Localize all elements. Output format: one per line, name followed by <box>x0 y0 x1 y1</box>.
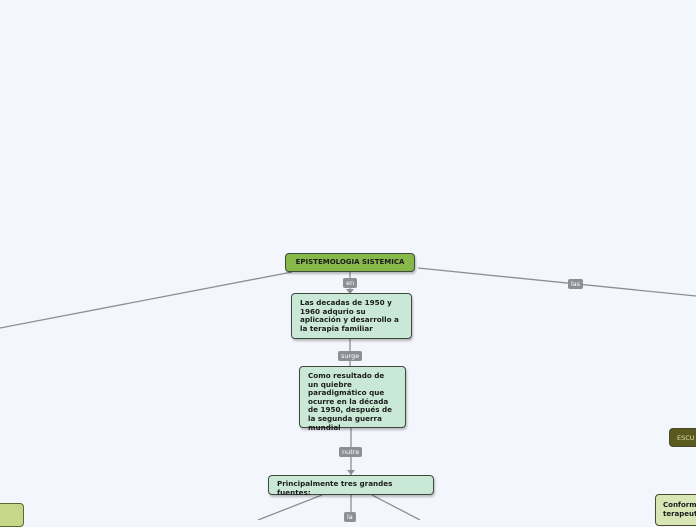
node-escuela-partial[interactable]: ESCU <box>669 428 696 447</box>
connector-root-left <box>0 271 293 329</box>
link-label-en[interactable]: en <box>343 278 358 288</box>
link-label-nutre[interactable]: nutre <box>339 447 363 457</box>
root-node-label: EPISTEMOLOGIA SISTEMICA <box>295 258 405 266</box>
node-escuela-text: ESCU <box>677 434 695 442</box>
root-node[interactable]: EPISTEMOLOGIA SISTEMICA <box>285 253 415 272</box>
link-label-la[interactable]: la <box>344 512 356 522</box>
link-label-las[interactable]: las <box>568 279 584 289</box>
arrowhead-fuentes <box>347 470 355 475</box>
node-resultado-text: Como resultado de un quiebre paradigmáti… <box>308 371 392 432</box>
node-decadas[interactable]: Las decadas de 1950 y 1960 adqurio su ap… <box>291 293 412 339</box>
node-resultado[interactable]: Como resultado de un quiebre paradigmáti… <box>299 366 406 431</box>
node-fuentes-text: Principalmente tres grandes fuentes: <box>277 479 393 497</box>
connector-fuentes-right <box>371 494 421 520</box>
connector-root-right <box>417 267 696 297</box>
arrowhead-decadas <box>346 289 354 294</box>
link-label-surge[interactable]: surge <box>338 351 363 361</box>
node-conform-text: Conform terapeut <box>663 501 696 518</box>
node-conform-partial[interactable]: Conform terapeut <box>655 494 696 526</box>
connector-fuentes-left <box>257 494 323 520</box>
node-left-partial[interactable] <box>0 503 24 527</box>
node-decadas-text: Las decadas de 1950 y 1960 adqurio su ap… <box>300 298 399 333</box>
node-fuentes[interactable]: Principalmente tres grandes fuentes: <box>268 475 434 497</box>
